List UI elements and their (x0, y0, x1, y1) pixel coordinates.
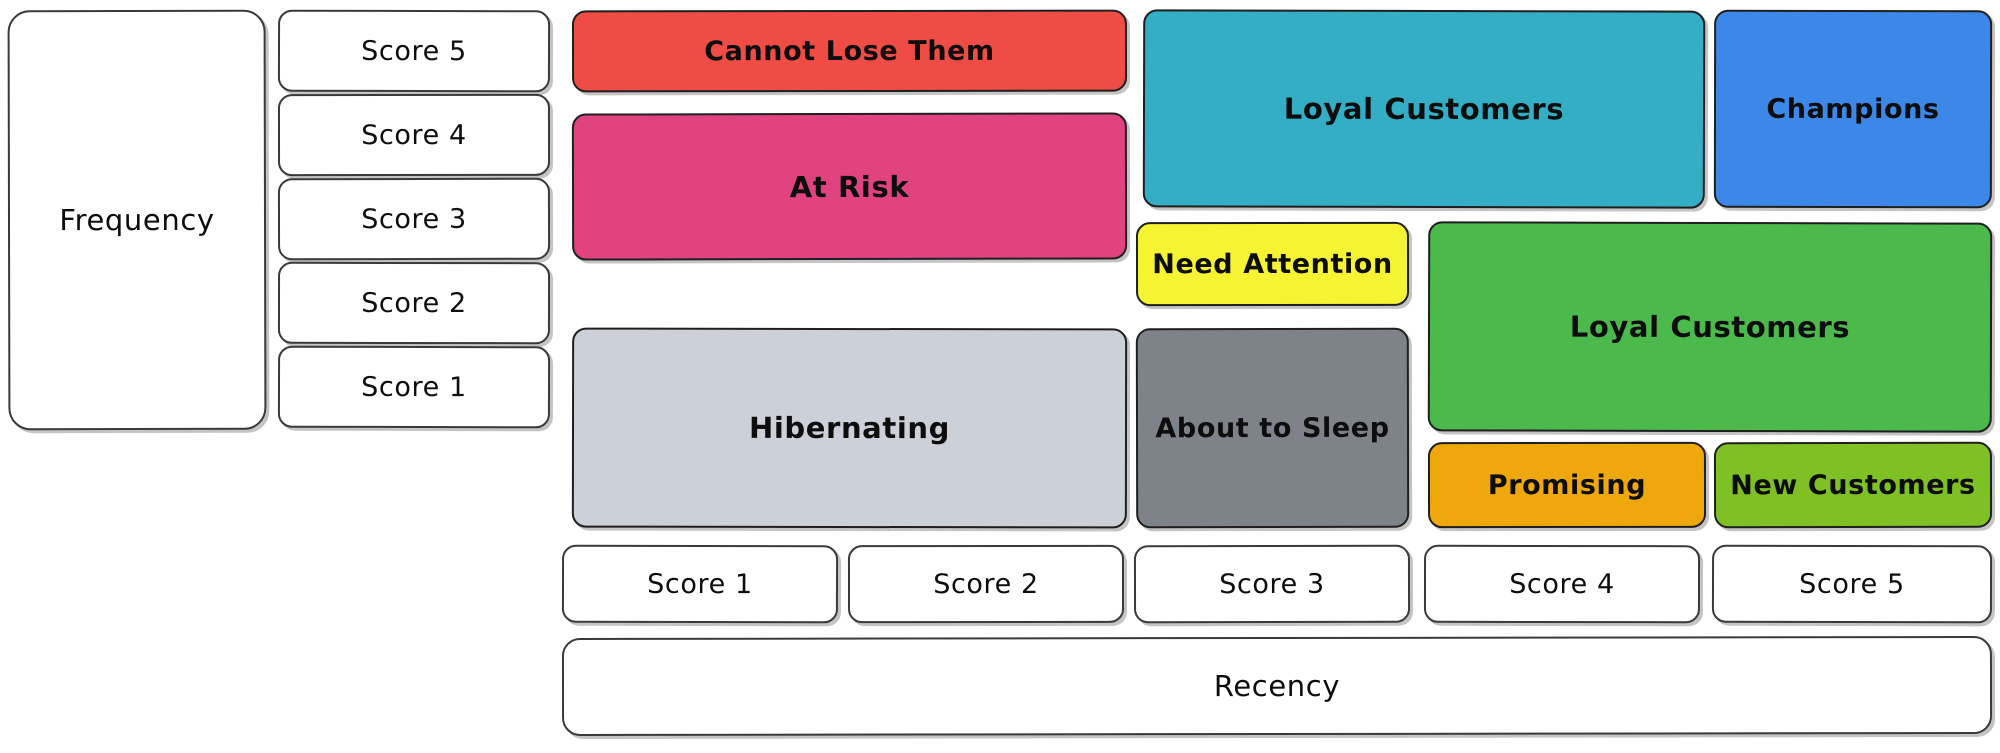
segment-promising[interactable]: Promising (1427, 441, 1707, 529)
frequency-score-4-label: Score 4 (361, 119, 467, 151)
segment-promising-label: Promising (1487, 469, 1647, 501)
frequency-axis-label: Frequency (7, 9, 267, 431)
segment-about-to-sleep[interactable]: About to Sleep (1135, 327, 1410, 529)
recency-score-4[interactable]: Score 4 (1423, 544, 1701, 624)
segment-champions-label: Champions (1766, 93, 1940, 125)
frequency-axis-label-text: Frequency (59, 202, 215, 238)
frequency-score-4[interactable]: Score 4 (277, 93, 551, 177)
recency-axis-label-text: Recency (1213, 668, 1341, 704)
segment-loyal-customers-green[interactable]: Loyal Customers (1427, 221, 1993, 433)
recency-axis-label: Recency (561, 636, 1993, 736)
recency-score-1[interactable]: Score 1 (561, 544, 839, 624)
segment-new-customers[interactable]: New Customers (1713, 441, 1993, 529)
segment-at-risk[interactable]: At Risk (571, 112, 1128, 261)
recency-score-3-label: Score 3 (1219, 568, 1325, 600)
segment-hibernating-label: Hibernating (748, 410, 951, 446)
recency-score-3[interactable]: Score 3 (1133, 544, 1411, 624)
segment-new-customers-label: New Customers (1730, 469, 1976, 501)
recency-score-1-label: Score 1 (647, 568, 753, 600)
frequency-score-2[interactable]: Score 2 (277, 261, 551, 345)
recency-score-2-label: Score 2 (933, 568, 1039, 600)
segment-loyal-customers-teal-label: Loyal Customers (1283, 91, 1565, 127)
segment-need-attention[interactable]: Need Attention (1135, 221, 1410, 307)
frequency-score-3-label: Score 3 (361, 203, 467, 235)
frequency-score-5[interactable]: Score 5 (277, 9, 551, 93)
recency-score-4-label: Score 4 (1509, 568, 1615, 600)
frequency-score-1-label: Score 1 (361, 371, 467, 403)
segment-hibernating[interactable]: Hibernating (571, 327, 1128, 529)
frequency-score-1[interactable]: Score 1 (277, 345, 551, 429)
frequency-score-3[interactable]: Score 3 (277, 177, 551, 261)
segment-champions[interactable]: Champions (1713, 9, 1993, 209)
segment-cannot-lose-them-label: Cannot Lose Them (704, 35, 995, 67)
segment-need-attention-label: Need Attention (1152, 248, 1393, 280)
segment-cannot-lose-them[interactable]: Cannot Lose Them (571, 9, 1128, 93)
segment-loyal-customers-teal[interactable]: Loyal Customers (1142, 9, 1706, 209)
recency-score-2[interactable]: Score 2 (847, 544, 1125, 624)
recency-score-5[interactable]: Score 5 (1711, 544, 1993, 624)
segment-loyal-customers-green-label: Loyal Customers (1569, 309, 1851, 345)
frequency-score-5-label: Score 5 (361, 35, 467, 67)
frequency-score-2-label: Score 2 (361, 287, 467, 319)
recency-score-5-label: Score 5 (1799, 568, 1905, 600)
segment-at-risk-label: At Risk (789, 169, 910, 204)
segment-about-to-sleep-label: About to Sleep (1155, 412, 1390, 444)
